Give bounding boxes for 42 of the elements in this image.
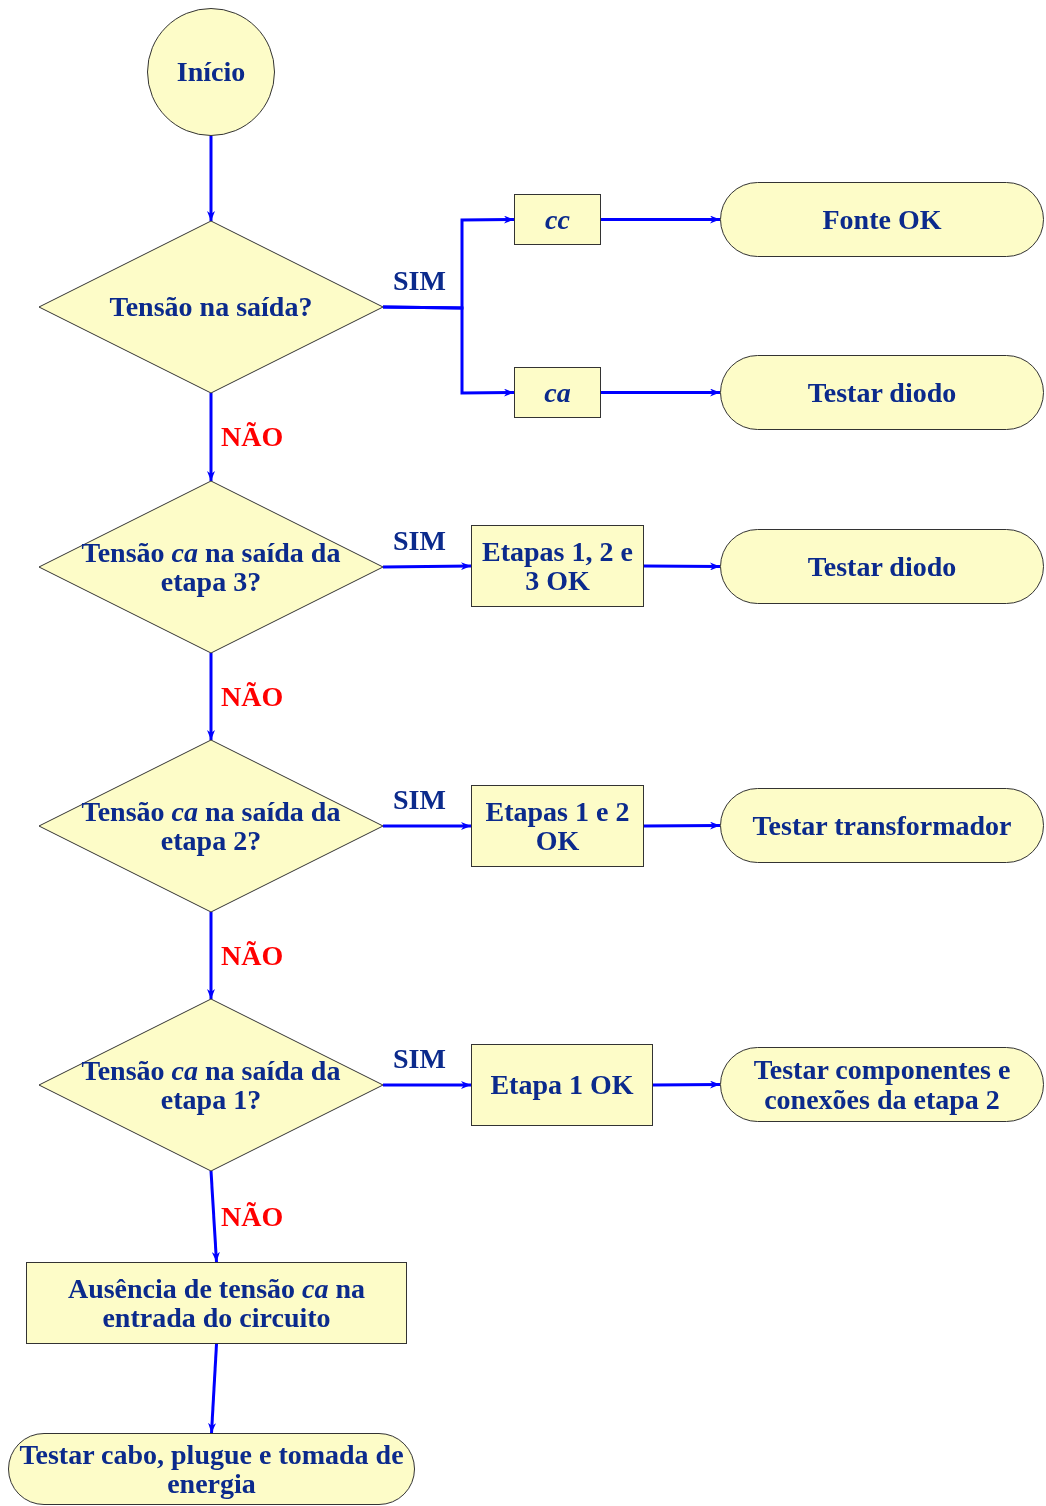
node-text: Etapa 1 OK	[489, 1070, 635, 1100]
process-box	[471, 525, 644, 607]
arrow	[208, 1343, 218, 1434]
node-text: Tensão ca na saída da etapa 3?	[80, 537, 342, 597]
node-text: Etapas 1 e 2 OK	[484, 796, 631, 856]
node-text: Testar transformador	[751, 810, 1013, 841]
arrow	[207, 393, 215, 481]
arrow	[207, 653, 215, 740]
decision-diamond	[39, 481, 383, 653]
node-text: Tensão ca na saída da etapa 2?	[80, 796, 342, 856]
arrow	[644, 821, 720, 830]
arrow	[383, 822, 471, 830]
process-box	[514, 367, 601, 418]
node-text: Tensão na saída?	[108, 292, 314, 322]
decision-diamond	[39, 740, 383, 912]
arrow	[207, 912, 215, 999]
arrow	[644, 562, 720, 571]
arrow	[653, 1080, 720, 1089]
arrow	[207, 136, 215, 221]
node-text: Testar componentes e conexões da etapa 2	[752, 1055, 1012, 1114]
process-box	[514, 194, 601, 245]
arrow	[383, 1081, 471, 1089]
decision-diamond	[39, 221, 383, 393]
node-text: Etapas 1, 2 e 3 OK	[481, 536, 634, 596]
process-box	[471, 785, 644, 867]
process-box	[471, 1044, 653, 1126]
node-text: Testar cabo, plugue e tomada de energia	[18, 1439, 405, 1499]
process-box	[26, 1262, 407, 1344]
node-text: cc	[544, 204, 571, 235]
arrow	[601, 388, 720, 397]
node-text: ca	[543, 377, 572, 408]
arrow	[601, 215, 720, 224]
node-text: Fonte OK	[821, 204, 943, 235]
node-text: Testar diodo	[806, 551, 958, 582]
node-text: Testar diodo	[806, 377, 958, 408]
arrow	[209, 1170, 220, 1263]
decision-diamond	[39, 999, 383, 1171]
node-text: Início	[175, 57, 247, 87]
node-text: Ausência de tensão ca na entrada do circuito	[66, 1273, 367, 1333]
node-text: Tensão ca na saída da etapa 1?	[80, 1055, 342, 1115]
arrow	[382, 305, 514, 397]
arrow	[383, 562, 471, 571]
